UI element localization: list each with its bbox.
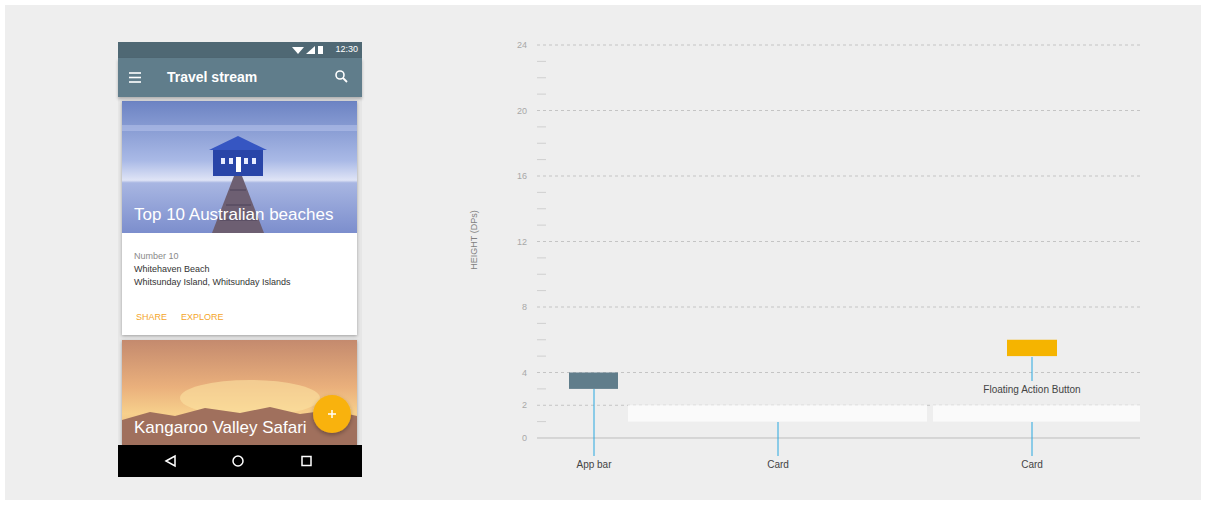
clock-text: 12:30 — [335, 44, 358, 55]
axis-tick: 4 — [522, 367, 527, 378]
axis-tick: 12 — [517, 236, 527, 247]
card-subhead: Number 10 — [134, 251, 179, 262]
text-holder: Travel stream — [167, 69, 257, 86]
card: Top 10 Australian beachesNumber 10 Whiteh… — [122, 101, 357, 335]
axis-title: HEIGHT (DPs) — [469, 210, 480, 269]
text-holder: EXPLORE — [181, 312, 224, 323]
label-holder: Floating Action Button — [983, 384, 1080, 396]
label-holder: 8 — [522, 302, 527, 313]
label-holder: Card — [767, 459, 789, 471]
label-holder: HEIGHT (DPs) — [469, 210, 480, 269]
bar-label: Card — [1021, 459, 1043, 471]
axis-tick: 2 — [522, 400, 527, 411]
action-button: EXPLORE — [181, 312, 224, 323]
label-holder: 16 — [517, 171, 527, 182]
axis-tick: 0 — [522, 433, 527, 444]
panel — [5, 5, 1201, 500]
bar-label: App bar — [576, 459, 611, 471]
axis-tick: 16 — [517, 171, 527, 182]
label-holder: 4 — [522, 367, 527, 378]
chart-grid — [537, 45, 1140, 438]
text-holder: Top 10 Australian beaches — [134, 205, 333, 225]
label-holder: Card — [1021, 459, 1043, 471]
card: Kangaroo Valley Safari — [122, 340, 357, 445]
text-holder: Whitsunday Island, Whitsunday Islands — [134, 277, 291, 288]
label-holder: 24 — [517, 40, 527, 51]
text-holder: Whitehaven Beach — [134, 264, 210, 275]
label-holder: 20 — [517, 105, 527, 116]
elevation-bars — [569, 340, 1140, 422]
axis-tick: 20 — [517, 105, 527, 116]
card-title: Kangaroo Valley Safari — [134, 418, 307, 438]
phone-mockup — [118, 42, 362, 477]
axis-tick: 8 — [522, 302, 527, 313]
text-holder: Kangaroo Valley Safari — [134, 418, 307, 438]
card-body: Whitehaven Beach — [134, 264, 210, 275]
label-holder: 12 — [517, 236, 527, 247]
action-button: SHARE — [136, 312, 167, 323]
bar-label: Floating Action Button — [983, 384, 1080, 396]
card-body: Whitsunday Island, Whitsunday Islands — [134, 277, 291, 288]
text-holder: SHARE — [136, 312, 167, 323]
axis-tick: 24 — [517, 40, 527, 51]
app-bar-title: Travel stream — [167, 69, 257, 86]
card-title: Top 10 Australian beaches — [134, 205, 333, 225]
app-bar: Travel stream — [118, 58, 362, 97]
text-holder: 12:30 — [335, 44, 358, 55]
label-holder: 2 — [522, 400, 527, 411]
bar-label: Card — [767, 459, 789, 471]
text-holder: Number 10 — [134, 251, 179, 262]
label-holder: App bar — [576, 459, 611, 471]
label-holder: 0 — [522, 433, 527, 444]
status-bar: 12:30 — [118, 42, 362, 58]
leader-lines — [594, 357, 1032, 456]
